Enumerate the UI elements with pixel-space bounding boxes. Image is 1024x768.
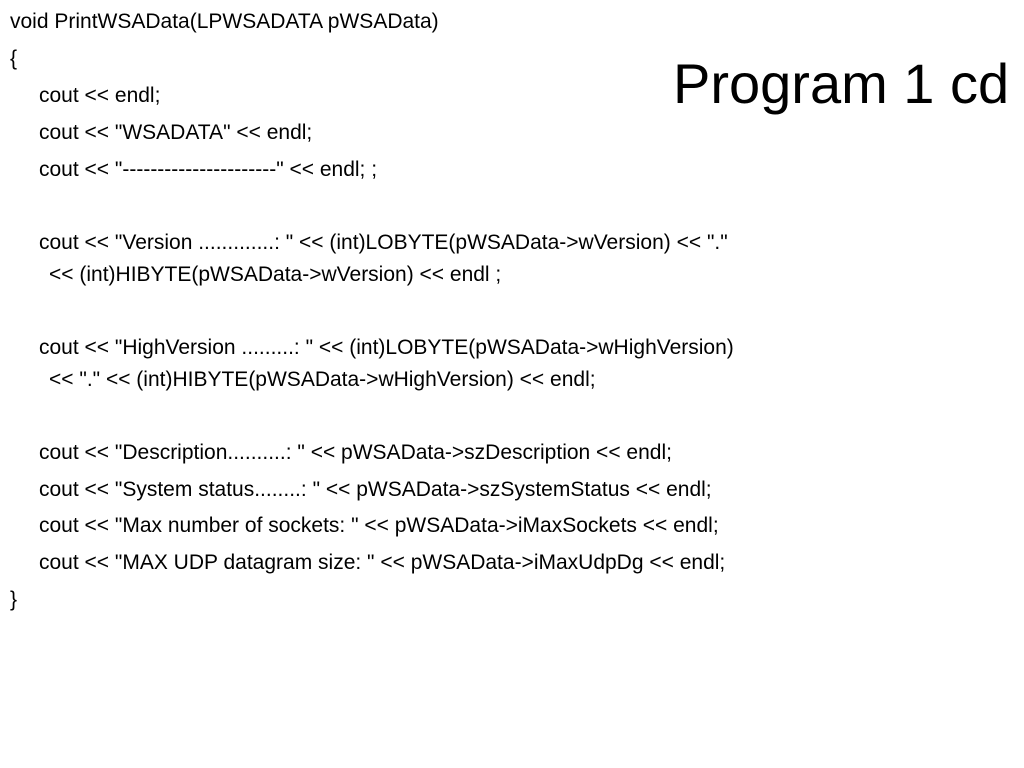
code-line-max-sockets: cout << "Max number of sockets: " << pWS… (39, 514, 719, 537)
code-line-open-brace: { (10, 47, 18, 70)
code-line-close-brace: } (10, 588, 18, 611)
code-line-high-version-cont: << "." << (int)HIBYTE(pWSAData->wHighVer… (49, 368, 596, 391)
code-line-system-status: cout << "System status........: " << pWS… (39, 478, 712, 501)
code-line-version-cont: << (int)HIBYTE(pWSAData->wVersion) << en… (49, 263, 502, 286)
code-line-high-version: cout << "HighVersion .........: " << (in… (39, 336, 734, 359)
code-line: cout << "----------------------" << endl… (39, 158, 378, 181)
code-line: cout << "WSADATA" << endl; (39, 121, 313, 144)
code-line: cout << endl; (39, 84, 161, 107)
code-line-max-udp: cout << "MAX UDP datagram size: " << pWS… (39, 551, 726, 574)
code-line-description: cout << "Description..........: " << pWS… (39, 441, 672, 464)
code-line-version: cout << "Version .............: " << (in… (39, 231, 728, 254)
slide-title: Program 1 cd (673, 52, 1010, 115)
code-line-function-signature: void PrintWSAData(LPWSADATA pWSAData) (10, 10, 439, 33)
